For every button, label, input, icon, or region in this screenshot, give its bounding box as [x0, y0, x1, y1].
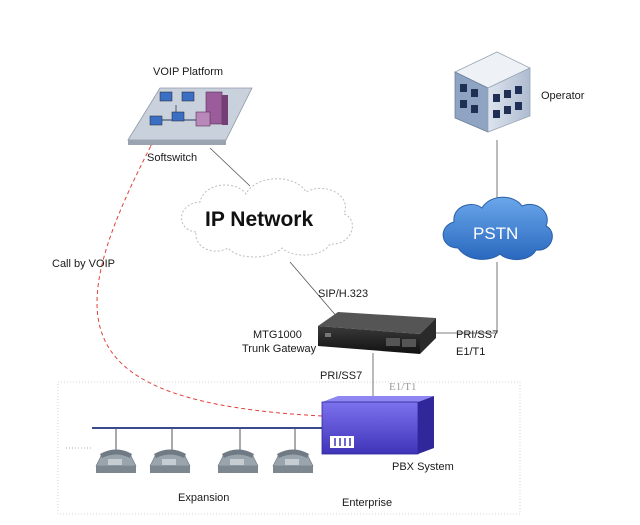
ip-network-cloud	[181, 178, 353, 258]
expansion-label: Expansion	[178, 492, 230, 504]
gateway-type-label: Trunk Gateway	[242, 343, 317, 355]
telephone-icon	[149, 449, 191, 473]
operator-label: Operator	[541, 90, 585, 102]
pstn-cloud	[442, 196, 553, 260]
operator-building-icon	[454, 51, 531, 133]
ip-network-label: IP Network	[205, 208, 314, 231]
voip-platform-label: VOIP Platform	[153, 66, 224, 78]
pbx-system-icon	[321, 396, 434, 455]
pbx-system-label: PBX System	[392, 461, 454, 473]
softswitch-to-ipnetwork-line	[209, 147, 251, 187]
softswitch-label: Softswitch	[147, 152, 198, 164]
telephone-icon	[217, 449, 259, 473]
telephone-icon	[272, 449, 314, 473]
voip-call-path	[96, 137, 323, 417]
pstn-label: PSTN	[473, 224, 519, 243]
gw-pstn-line-label: E1/T1	[456, 346, 486, 358]
sip-protocol-label: SIP/H.323	[318, 288, 369, 300]
telephone-icon	[95, 449, 137, 473]
ipnetwork-to-gateway-line	[289, 261, 339, 319]
enterprise-label: Enterprise	[342, 497, 393, 509]
voip-platform-icon	[127, 87, 253, 145]
gw-pbx-line-label: E1/T1	[389, 381, 417, 393]
enterprise-boundary	[57, 381, 521, 515]
gw-pstn-signal-label: PRI/SS7	[456, 329, 499, 341]
gateway-model-label: MTG1000	[253, 329, 302, 341]
trunk-gateway-device-icon	[318, 312, 436, 354]
call-by-voip-label: Call by VOIP	[52, 258, 115, 270]
pstn-to-gateway-line	[436, 262, 498, 334]
gw-pbx-signal-label: PRI/SS7	[320, 370, 363, 382]
